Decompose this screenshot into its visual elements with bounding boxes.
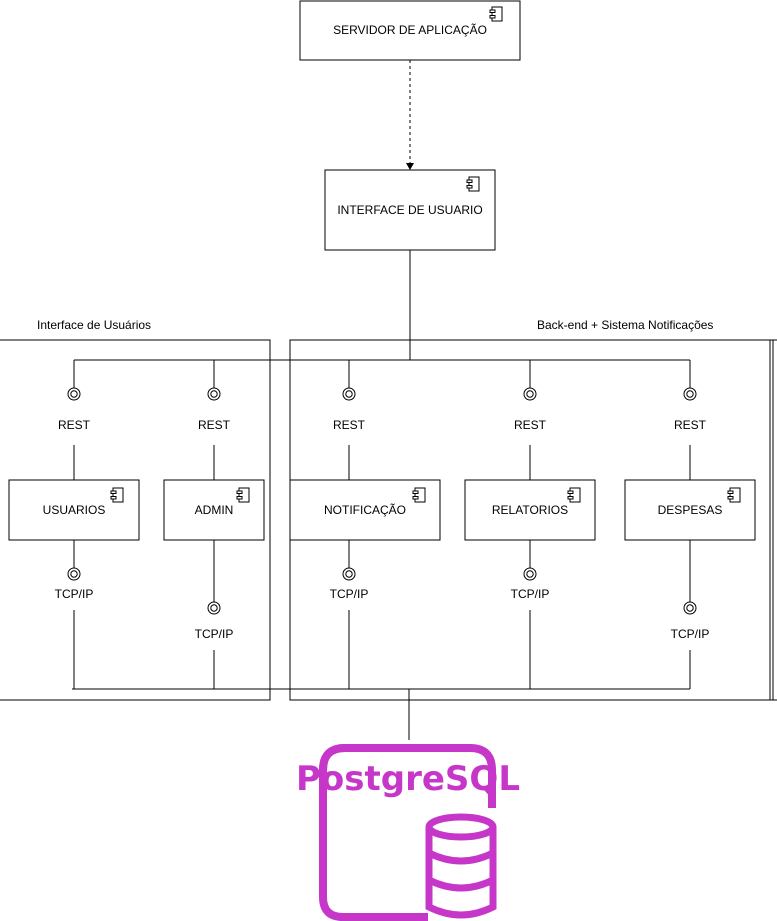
component-icon [110, 487, 124, 503]
server-label: SERVIDOR DE APLICAÇÃO [333, 23, 487, 37]
rest-label: REST [514, 418, 547, 432]
interface-component[interactable]: INTERFACE DE USUARIO [324, 169, 496, 251]
tcp-interface-icon [683, 601, 697, 615]
tcp-interface-icon [342, 567, 356, 581]
rest-interface-icon [207, 387, 221, 401]
rest-interface-icon [683, 387, 697, 401]
component-icon [567, 487, 581, 503]
component-label: RELATORIOS [492, 503, 568, 517]
interface-label: INTERFACE DE USUARIO [337, 203, 482, 217]
rest-interface-icon [67, 387, 81, 401]
group-frame-left [0, 339, 271, 701]
component-label: USUARIOS [43, 503, 106, 517]
rest-label: REST [674, 418, 707, 432]
postgresql-database[interactable]: PostgreSQL [296, 744, 520, 921]
component-label: DESPESAS [658, 503, 723, 517]
rest-label: REST [333, 418, 366, 432]
component-usuarios[interactable]: REST USUARIOS TCP/IP [8, 360, 140, 689]
tcp-label: TCP/IP [671, 627, 710, 641]
component-icon [412, 487, 426, 503]
group-label-right: Back-end + Sistema Notificações [537, 318, 713, 332]
component-icon [727, 487, 741, 503]
tcp-interface-icon [523, 567, 537, 581]
tcp-interface-icon [67, 567, 81, 581]
arrow-head [406, 163, 414, 170]
component-despesas[interactable]: REST DESPESAS TCP/IP [624, 360, 756, 689]
rest-interface-icon [523, 387, 537, 401]
rest-label: REST [198, 418, 231, 432]
tcp-label: TCP/IP [55, 587, 94, 601]
component-icon [236, 487, 250, 503]
postgresql-label: PostgreSQL [296, 759, 520, 799]
tcp-label: TCP/IP [511, 587, 550, 601]
component-label: NOTIFICAÇÃO [324, 503, 406, 517]
tcp-label: TCP/IP [195, 627, 234, 641]
component-admin[interactable]: REST ADMIN TCP/IP [163, 360, 265, 689]
tcp-interface-icon [207, 601, 221, 615]
component-relatorios[interactable]: REST RELATORIOS TCP/IP [464, 360, 596, 689]
group-label-left: Interface de Usuários [37, 318, 151, 332]
component-label: ADMIN [195, 503, 234, 517]
rest-interface-icon [342, 387, 356, 401]
server-component[interactable]: SERVIDOR DE APLICAÇÃO [299, 0, 521, 61]
tcp-label: TCP/IP [330, 587, 369, 601]
component-icon [466, 176, 480, 192]
component-notificacao[interactable]: REST NOTIFICAÇÃO TCP/IP [289, 360, 441, 689]
rest-label: REST [58, 418, 91, 432]
component-icon [489, 6, 503, 22]
database-icon [425, 813, 497, 919]
